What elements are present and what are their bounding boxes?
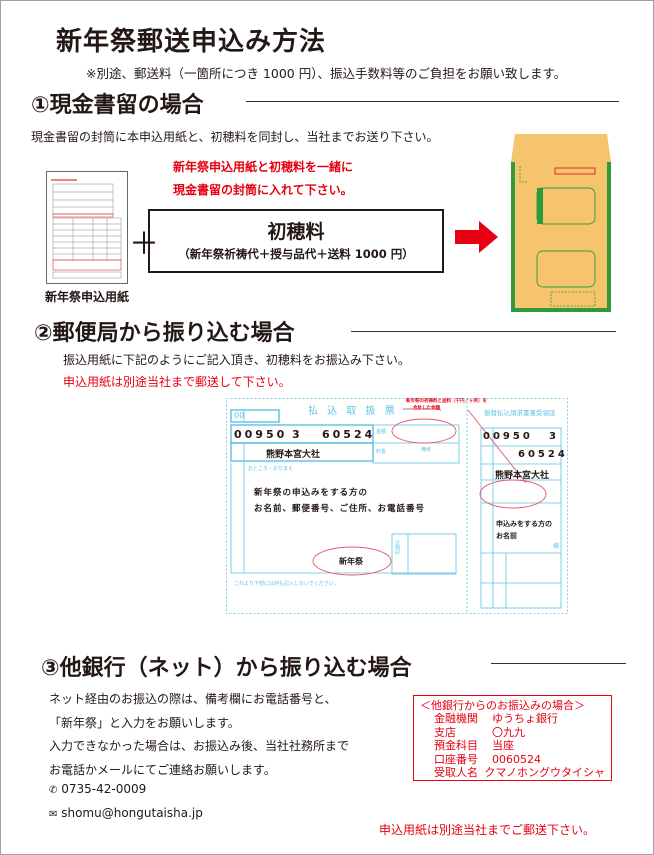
bank-row-key: 受取人名 [434, 766, 478, 780]
bikou-label: 備考 [421, 447, 432, 453]
bank-row: 支店 〇九九 [420, 726, 605, 739]
email: ✉ shomu@hongutaisha.jp [49, 806, 203, 820]
section1-text: 現金書留の封筒に本申込用紙と、初穂料を同封し、当社までお送り下さい。 [31, 130, 439, 144]
receipt-account-1: 00950 [483, 431, 533, 442]
section2-rule [351, 331, 616, 332]
bank-row: 口座番号 0060524 [420, 753, 605, 766]
receipt-sama: 様 [553, 543, 560, 550]
slip-instruction-2: お名前、郵便番号、ご住所、お電話番号 [254, 504, 426, 514]
bank-row-value: クマノホングウタイシャ [484, 766, 605, 780]
bank-row-key: 支店 [434, 725, 456, 739]
slip-title: 払 込 取 扱 票 [308, 406, 398, 417]
bank-row-key: 金融機関 [434, 712, 478, 726]
section3-red-footer: 申込用紙は別途当社までご郵送下さい。 [379, 823, 596, 837]
receipt-title: 振替払込請求書兼受領証 [484, 409, 556, 417]
annotation-1: 新年祭の祈祷料と送料（千円／ヶ所）を [406, 399, 487, 404]
receipt-name-2: お名前 [496, 532, 517, 540]
page-title: 新年祭郵送申込み方法 [56, 27, 327, 57]
account-number-2: 3 [292, 428, 300, 441]
email-address[interactable]: shomu@hongutaisha.jp [61, 806, 203, 820]
receipt-payee: 熊野本宮大社 [495, 471, 550, 481]
bank-row: 金融機関ゆうちょ銀行 [420, 712, 605, 725]
payee-name: 熊野本宮大社 [266, 450, 321, 460]
bank-row-value: ゆうちょ銀行 [492, 712, 558, 726]
phone-icon: ✆ [49, 785, 58, 796]
address-label: おところ・おなまえ [248, 466, 294, 472]
stamp-label: 日附印 [394, 540, 400, 555]
bank-row-value: 〇九九 [492, 725, 525, 739]
plus-icon: ＋ [129, 227, 159, 262]
receipt-name-1: 申込みをする方の [496, 520, 552, 528]
paragraph-line: 入力できなかった場合は、お振込み後、当社社務所まで [49, 739, 350, 753]
section1-heading: ①現金書留の場合 [31, 93, 204, 118]
annotation-2: 合計した金額 [413, 406, 440, 411]
bank-info-box: ＜他銀行からのお振込みの場合＞ 金融機関ゆうちょ銀行 支店〇九九 預金科目当座 … [413, 695, 612, 781]
bank-row-value: 0060524 [492, 752, 541, 766]
account-number-1: 00950 [234, 428, 288, 441]
slip-instruction-1: 新年祭の申込みをする方の [254, 488, 369, 498]
receipt-account-3: 60524 [518, 449, 568, 460]
section3-rule [491, 663, 626, 664]
mail-icon: ✉ [49, 809, 58, 820]
section3-paragraph: ネット経由のお振込の際は、備考欄にお電話番号と、 「新年祭」と入力をお願いします… [49, 688, 349, 782]
paragraph-line: ネット経由のお振込の際は、備考欄にお電話番号と、 [49, 692, 337, 706]
slip-code: 00 [234, 411, 245, 420]
offering-breakdown: （新年祭祈祷代＋授与品代＋送料 1000 円） [178, 247, 414, 261]
section1-rule [246, 101, 619, 102]
postal-transfer-slip: 払 込 取 扱 票 振替払込請求書兼受領証 00 00950 3 60524 熊… [226, 398, 568, 614]
amount-label: 金額 [376, 429, 387, 435]
bank-row-key: 口座番号 [434, 752, 478, 766]
registered-envelope-icon [511, 134, 611, 312]
instruction-red-1: 新年祭申込用紙と初穂料を一緒に [173, 160, 354, 174]
fee-label: 料金 [376, 449, 387, 455]
paragraph-line: お電話かメールにてご連絡お願いします。 [49, 762, 276, 777]
bank-info-title: ＜他銀行からのお振込みの場合＞ [420, 699, 585, 712]
section3-heading: ③他銀行（ネット）から振り込む場合 [41, 656, 412, 681]
application-form-thumbnail [46, 171, 128, 284]
offering-title: 初穂料 [267, 221, 325, 243]
receipt-account-2: 3 [549, 431, 556, 442]
slip-memo: 新年祭 [339, 557, 363, 566]
bank-row: 預金科目当座 [420, 739, 605, 752]
offering-box: 初穂料 （新年祭祈祷代＋授与品代＋送料 1000 円） [148, 209, 444, 273]
section2-heading: ②郵便局から振り込む場合 [34, 321, 295, 346]
section2-text: 振込用紙に下記のようにご記入頂き、初穂料をお振込み下さい。 [63, 353, 410, 367]
phone: ✆ 0735-42-0009 [49, 782, 146, 796]
account-number-3: 60524 [322, 428, 376, 441]
slip-footer: これより下部には何も記入しないでください。 [234, 581, 339, 587]
fee-note: ※別途、郵送料（一箇所につき 1000 円）、振込手数料等のご負担をお願い致しま… [86, 66, 567, 81]
paragraph-line: 「新年祭」と入力をお願いします。 [49, 715, 240, 730]
section2-red-text: 申込用紙は別途当社まで郵送して下さい。 [63, 375, 291, 389]
bank-row: 受取人名クマノホングウタイシャ [420, 766, 605, 779]
bank-row-key: 預金科目 [434, 739, 478, 753]
form-label: 新年祭申込用紙 [45, 290, 130, 304]
bank-row-value: 当座 [492, 739, 514, 753]
phone-number[interactable]: 0735-42-0009 [61, 782, 147, 796]
arrow-right-icon [455, 221, 498, 253]
instruction-red-2: 現金書留の封筒に入れて下さい。 [173, 183, 353, 197]
slip-lines [226, 398, 568, 614]
